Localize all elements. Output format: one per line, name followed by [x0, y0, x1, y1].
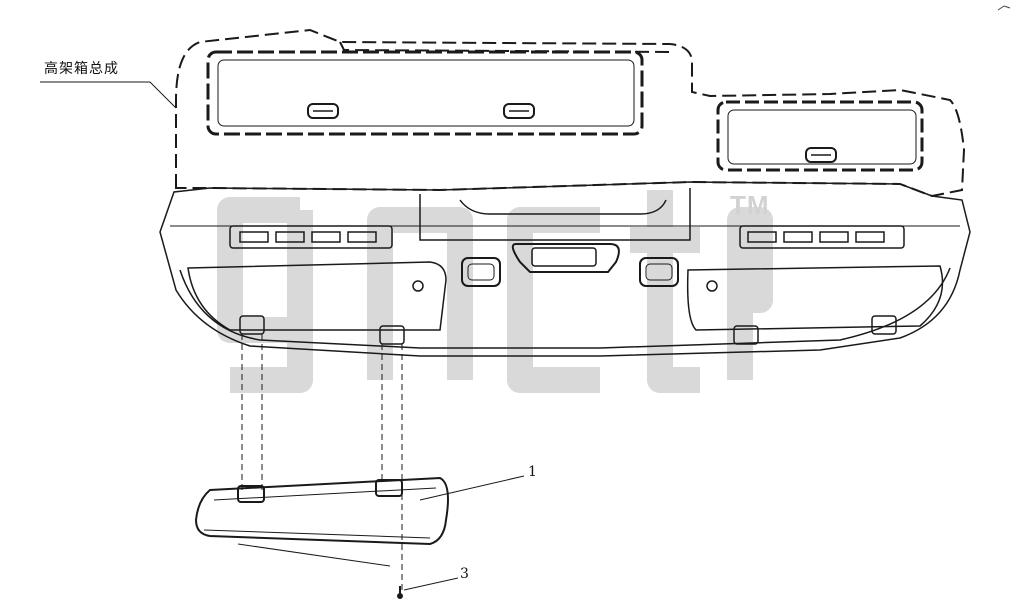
watermark-letter-p [727, 207, 773, 380]
assembly-leader-line [40, 81, 177, 109]
latch-icon [503, 103, 535, 119]
part-3-label: 3 [460, 566, 469, 582]
alignment-lines [241, 334, 403, 590]
leader-lines [40, 81, 525, 591]
part-1-trim-cover [194, 476, 449, 546]
latch-icon [307, 103, 339, 119]
assembly-label: 高架箱总成 [44, 61, 119, 77]
left-storage-window [206, 50, 644, 136]
right-vent-panel [739, 225, 905, 249]
center-dome-light [511, 243, 620, 273]
part-3-screw [397, 586, 403, 599]
alignment-lines-lower [237, 543, 391, 567]
part-1-leader-line [419, 475, 525, 501]
watermark-letter-c [507, 207, 600, 393]
reading-lamps [461, 257, 679, 287]
part-1-label: 1 [528, 464, 537, 480]
latch-icon [805, 147, 837, 163]
watermark-tm-label: TM [730, 190, 770, 220]
console-mounting-tabs [239, 315, 897, 345]
left-vent-panel [229, 225, 393, 249]
right-storage-window [716, 100, 924, 172]
corner-mark [997, 5, 1011, 11]
part-3-leader-line [403, 577, 459, 591]
lower-flaps [187, 261, 944, 331]
